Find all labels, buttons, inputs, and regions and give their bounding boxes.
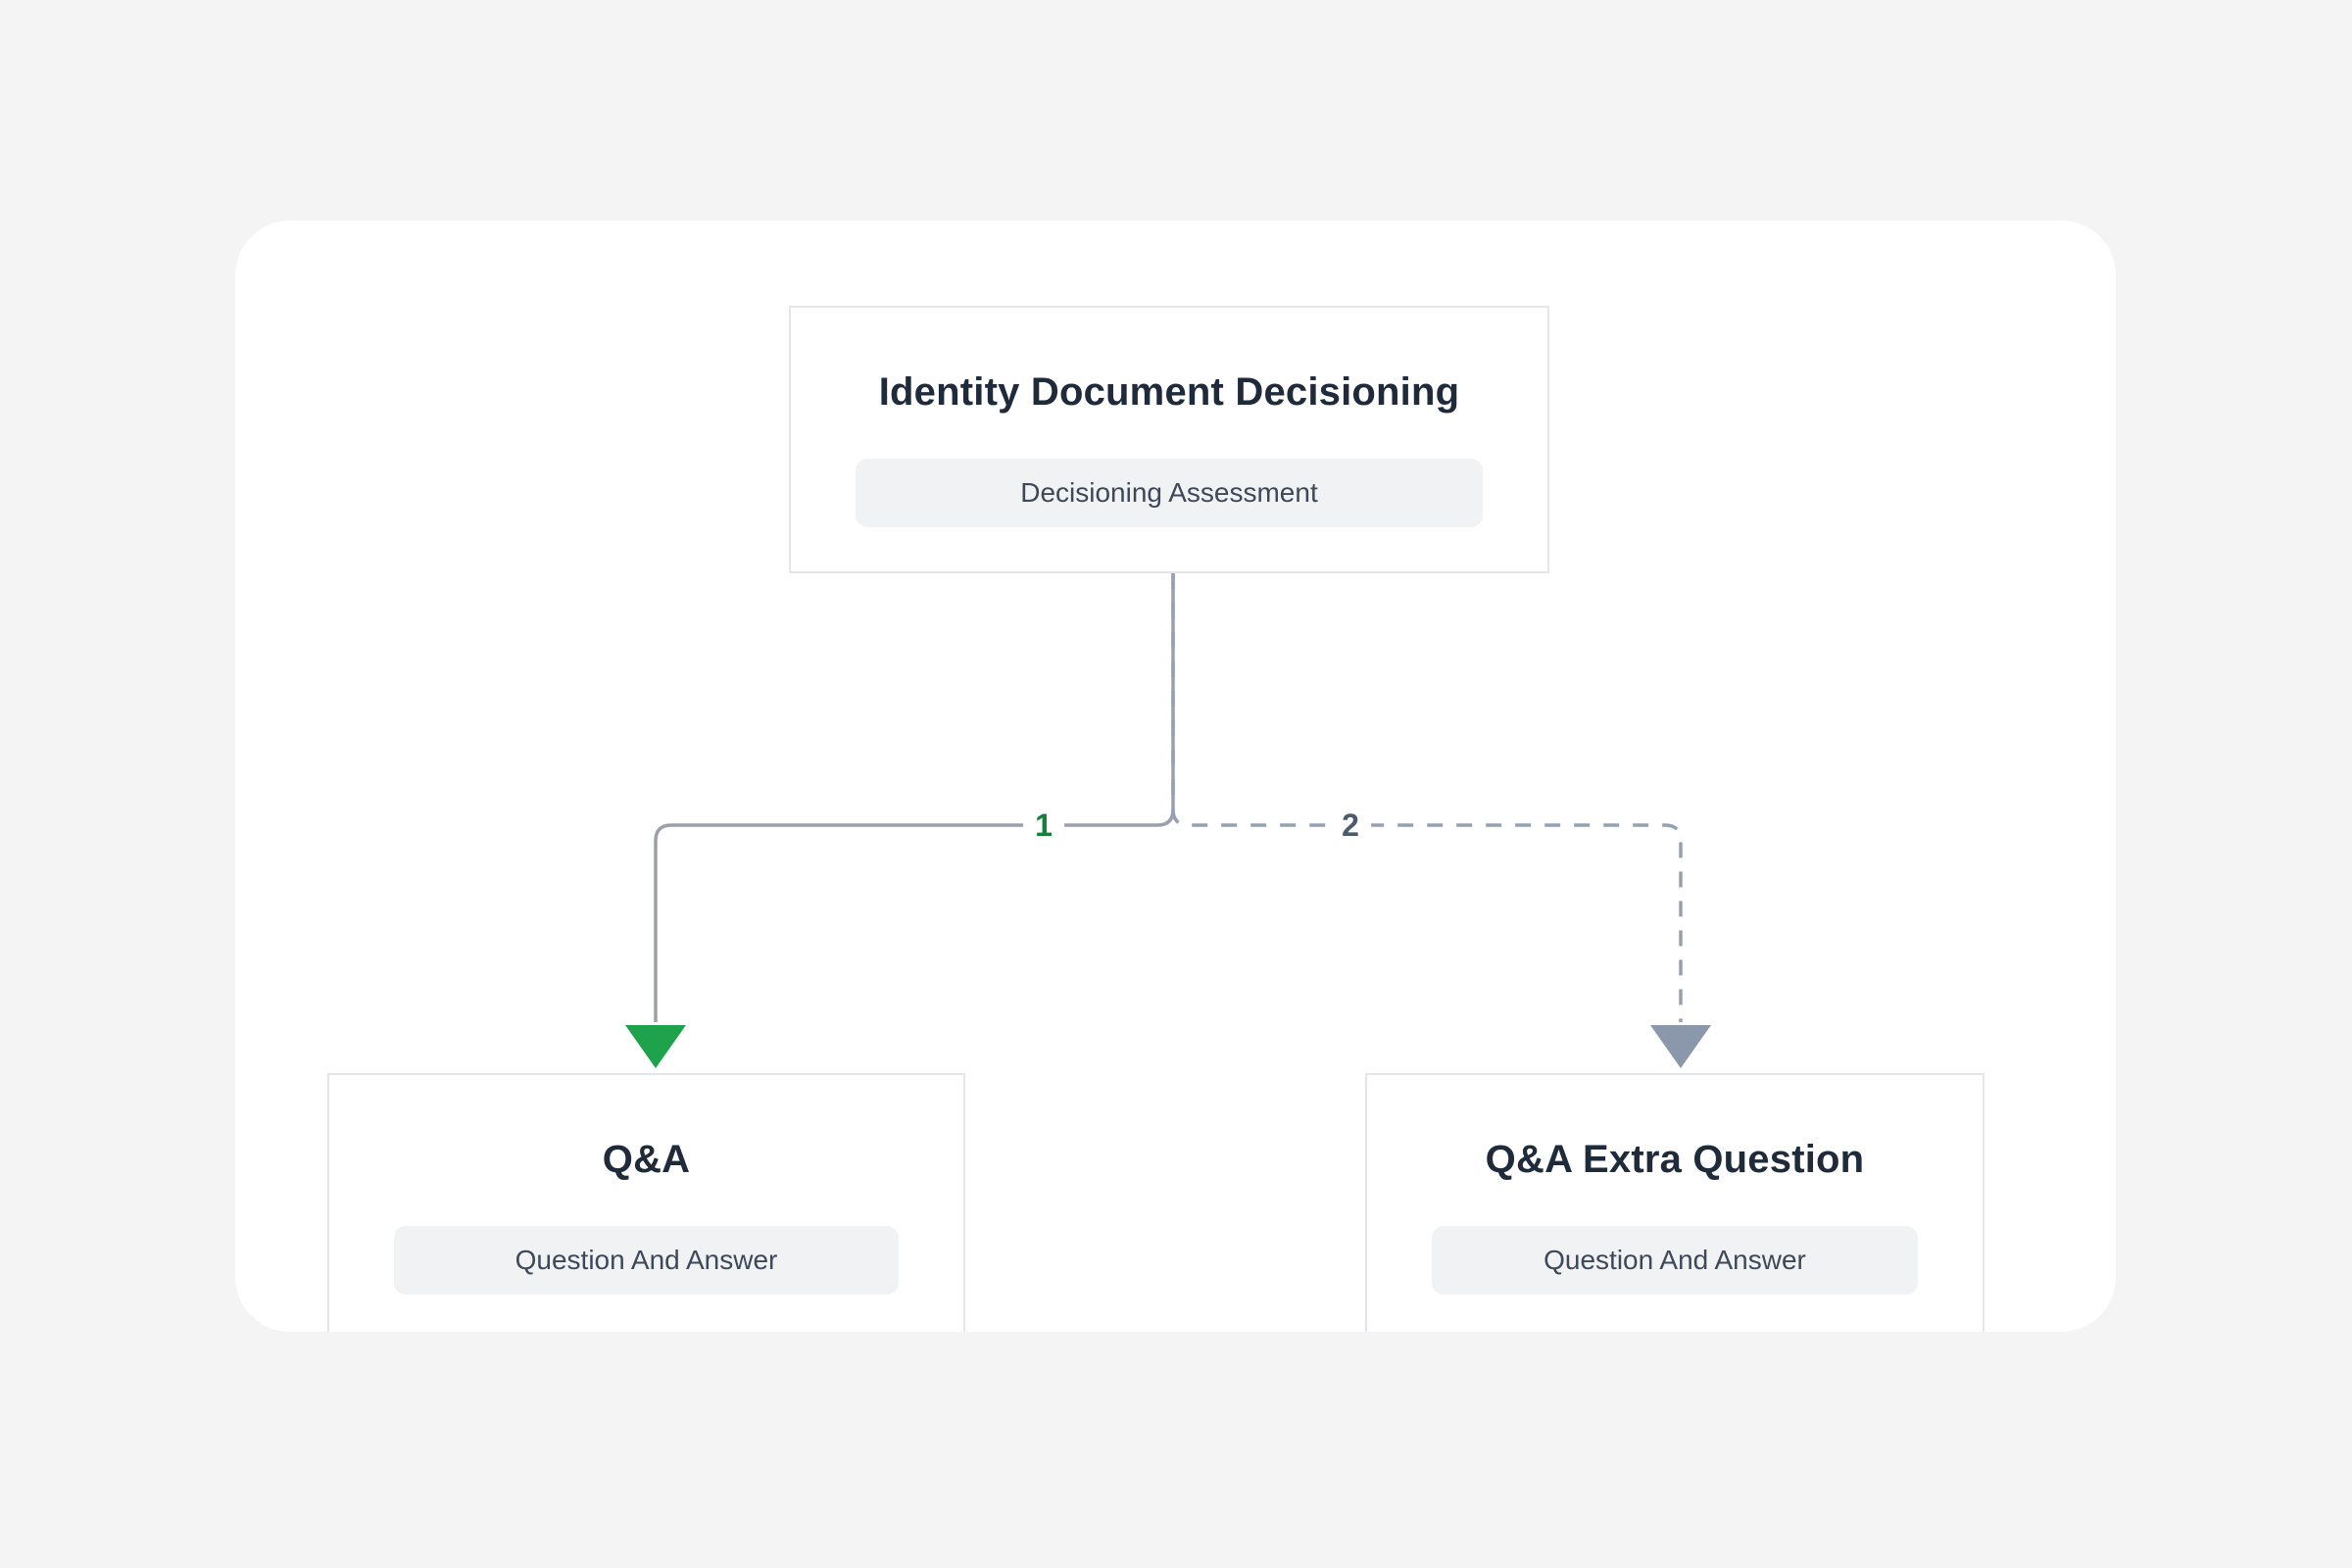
node-title: Q&A Extra Question xyxy=(1485,1138,1865,1181)
edge-1-arrowhead-icon xyxy=(625,1025,686,1068)
node-type-tag: Question And Answer xyxy=(1432,1226,1918,1295)
node-title: Q&A xyxy=(602,1138,691,1181)
edge-2-order-badge[interactable]: 2 xyxy=(1330,806,1371,845)
node-qa-extra-question[interactable]: Q&A Extra Question Question And Answer xyxy=(1365,1073,1984,1332)
node-type-tag: Decisioning Assessment xyxy=(856,459,1483,527)
edge-1-line xyxy=(654,573,1175,1022)
node-type-tag: Question And Answer xyxy=(394,1226,899,1295)
edge-1-order-badge[interactable]: 1 xyxy=(1023,806,1064,845)
edge-2-line xyxy=(1171,573,1683,1022)
edge-2-arrowhead-icon xyxy=(1650,1025,1711,1068)
node-qa[interactable]: Q&A Question And Answer xyxy=(327,1073,965,1332)
node-identity-document-decisioning[interactable]: Identity Document Decisioning Decisionin… xyxy=(789,306,1549,573)
node-title: Identity Document Decisioning xyxy=(878,370,1460,414)
diagram-canvas: 1 2 Identity Document Decisioning Decisi… xyxy=(235,220,2116,1332)
